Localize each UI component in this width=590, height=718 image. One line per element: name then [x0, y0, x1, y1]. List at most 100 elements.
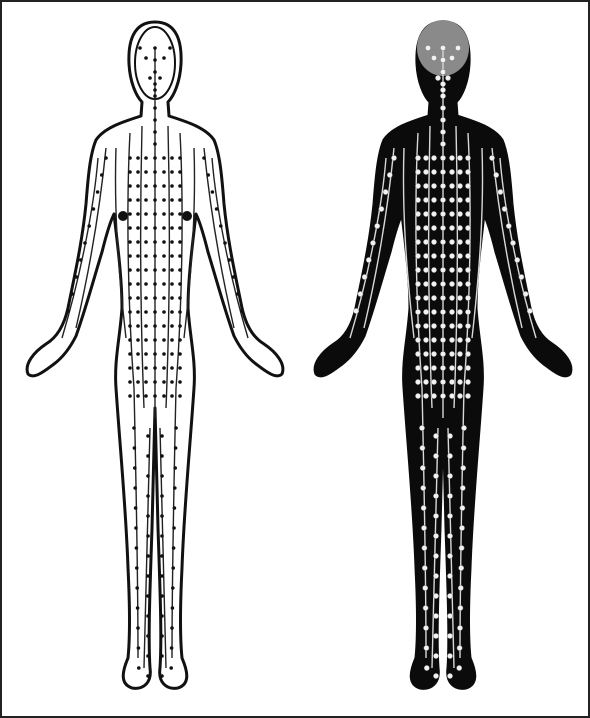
acupoint: [447, 513, 452, 518]
acupoint: [160, 574, 164, 578]
acupoint: [128, 240, 132, 244]
acupoint: [440, 337, 445, 342]
acupoint: [144, 282, 148, 286]
acupoint: [138, 46, 142, 50]
acupoint: [144, 226, 148, 230]
acupoint: [431, 379, 436, 384]
body-chart-left: [10, 8, 300, 712]
acupoint: [170, 296, 174, 300]
acupoint: [153, 82, 157, 86]
acupoint: [440, 169, 445, 174]
acupoint: [144, 324, 148, 328]
acupoint: [158, 76, 162, 80]
acupoint: [460, 485, 465, 490]
acupoint: [136, 198, 140, 202]
acupoint: [162, 198, 166, 202]
acupoint: [502, 206, 507, 211]
acupoint: [144, 156, 148, 160]
acupoint: [449, 183, 454, 188]
acupoint: [153, 106, 157, 110]
acupoint: [362, 274, 367, 279]
acupoint: [170, 352, 174, 356]
acupoint: [178, 268, 182, 272]
acupoint: [136, 184, 140, 188]
acupoint: [170, 268, 174, 272]
acupoint: [162, 254, 166, 258]
body-group: [315, 20, 571, 688]
acupoint: [134, 506, 138, 510]
acupoint: [162, 226, 166, 230]
acupoint: [465, 379, 470, 384]
acupoint: [153, 118, 157, 122]
acupoint: [170, 380, 174, 384]
acupoint: [440, 323, 445, 328]
acupoint: [171, 566, 175, 570]
acupoint: [465, 323, 470, 328]
acupoint: [423, 393, 428, 398]
acupoint: [178, 212, 182, 216]
acupoint: [178, 324, 182, 328]
acupoint: [66, 309, 70, 313]
acupoint: [136, 282, 140, 286]
acupoint: [457, 337, 462, 342]
acupoint: [153, 156, 157, 160]
body-group: [27, 22, 283, 688]
acupoint: [153, 240, 157, 244]
acupoint: [178, 352, 182, 356]
acupoint: [440, 197, 445, 202]
acupoint: [133, 486, 137, 490]
acupoint: [178, 226, 182, 230]
figure-silhouette-front: [298, 8, 588, 712]
acupoint: [449, 309, 454, 314]
acupoint: [128, 394, 132, 398]
acupoint: [128, 380, 132, 384]
acupoint: [423, 239, 428, 244]
acupoint: [423, 211, 428, 216]
acupoint: [423, 225, 428, 230]
acupoint: [465, 211, 470, 216]
acupoint: [366, 257, 371, 262]
acupoint: [172, 526, 176, 530]
acupoint: [415, 309, 420, 314]
acupoint: [153, 338, 157, 342]
acupoint: [136, 626, 140, 630]
acupoint: [227, 258, 231, 262]
acupoint: [170, 240, 174, 244]
acupoint: [415, 155, 420, 160]
acupoint: [144, 338, 148, 342]
acupoint: [170, 184, 174, 188]
acupoint: [128, 296, 132, 300]
acupoint: [354, 308, 359, 313]
acupoint: [425, 45, 430, 50]
acupoint: [215, 207, 219, 211]
acupoint: [457, 625, 462, 630]
acupoint: [160, 474, 164, 478]
acupoint: [423, 281, 428, 286]
acupoint: [240, 309, 244, 313]
acupoint: [146, 434, 150, 438]
acupoint: [136, 366, 140, 370]
acupoint: [449, 281, 454, 286]
acupoint: [423, 267, 428, 272]
acupoint: [465, 155, 470, 160]
acupoint: [431, 295, 436, 300]
acupoint: [170, 282, 174, 286]
acupoint: [445, 75, 450, 80]
acupoint: [136, 310, 140, 314]
acupoint: [170, 226, 174, 230]
acupoint: [160, 654, 164, 658]
acupoint: [153, 366, 157, 370]
acupoint: [96, 190, 100, 194]
acupoint: [455, 45, 460, 50]
acupoint: [494, 172, 499, 177]
acupoint: [144, 212, 148, 216]
acupoint: [144, 296, 148, 300]
acupoint: [162, 56, 166, 60]
acupoint: [449, 253, 454, 258]
acupoint: [457, 253, 462, 258]
acupoint: [457, 197, 462, 202]
acupoint: [465, 253, 470, 258]
acupoint: [134, 526, 138, 530]
acupoint: [153, 70, 157, 74]
acupoint: [449, 197, 454, 202]
